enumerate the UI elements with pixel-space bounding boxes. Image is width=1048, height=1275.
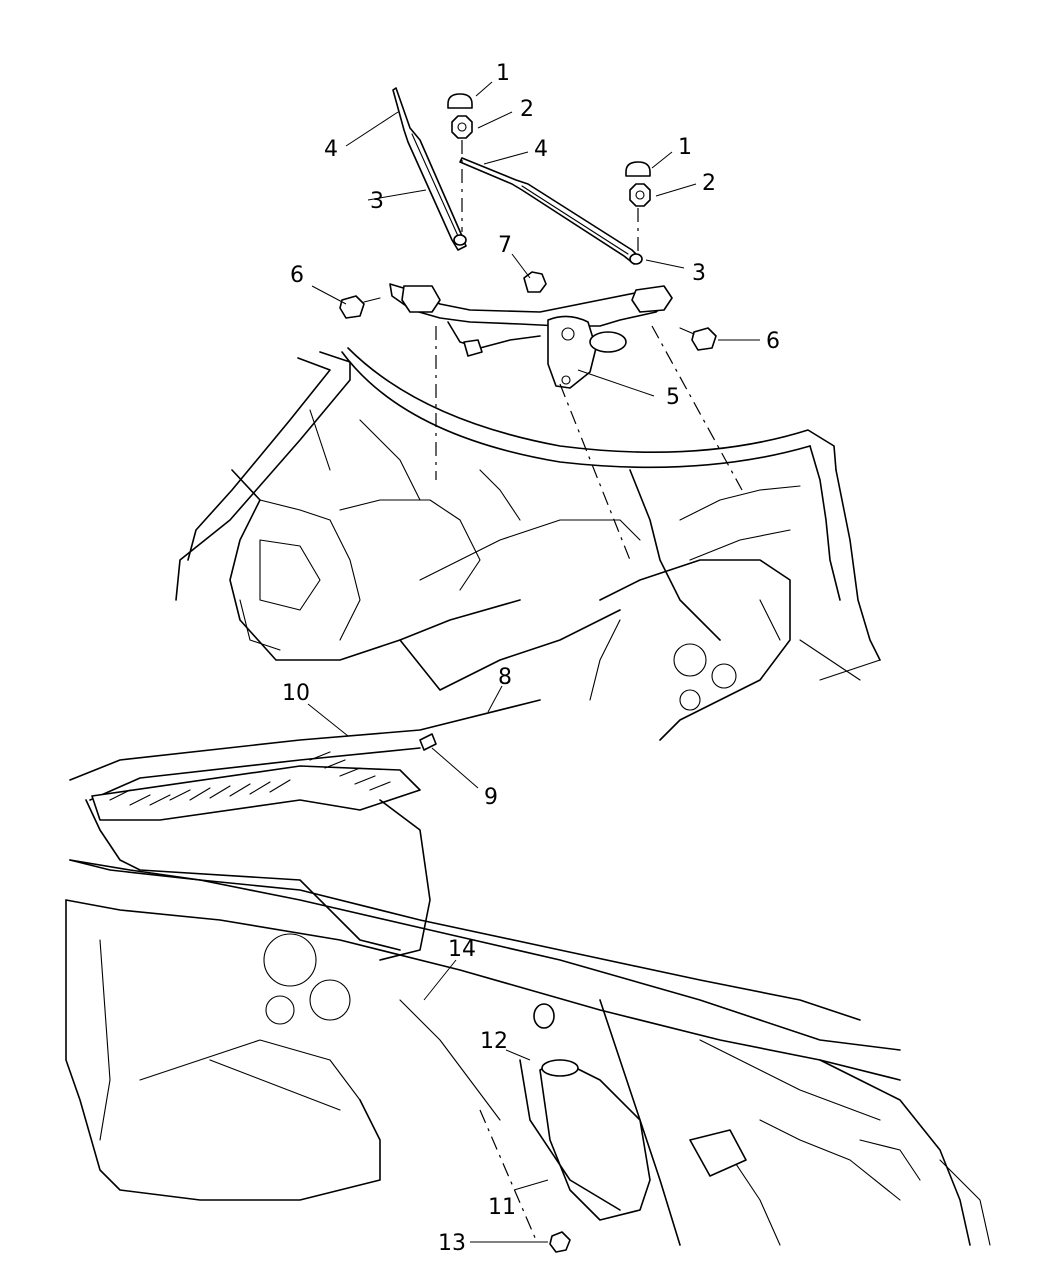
bolt-right	[679, 327, 717, 351]
callout-2: 2	[520, 97, 534, 122]
cowl-upper	[175, 347, 881, 741]
callout-1: 1	[678, 135, 692, 160]
cap-left	[447, 93, 473, 109]
callout-4: 4	[324, 137, 338, 162]
callout-2: 2	[702, 171, 716, 196]
callout-12: 12	[480, 1029, 508, 1054]
wiper-arm-right	[459, 157, 643, 265]
nut-right	[629, 183, 651, 207]
callout-6: 6	[766, 329, 780, 354]
cowl-lower	[65, 699, 991, 1246]
nut-left	[451, 115, 473, 139]
washer-reservoir	[519, 1059, 651, 1221]
callout-10: 10	[282, 681, 310, 706]
callout-7: 7	[498, 233, 512, 258]
reservoir-cap	[533, 1003, 555, 1029]
callout-11: 11	[488, 1195, 516, 1220]
callout-5: 5	[666, 385, 680, 410]
callout-3: 3	[692, 261, 706, 286]
callout-4: 4	[534, 137, 548, 162]
callout-9: 9	[484, 785, 498, 810]
callout-8: 8	[498, 665, 512, 690]
bolt-13	[549, 1231, 571, 1253]
wiper-linkage	[389, 283, 673, 357]
bolt-left	[339, 295, 381, 319]
cap-right	[625, 161, 651, 177]
callout-14: 14	[448, 937, 476, 962]
wiper-motor	[547, 315, 627, 389]
nozzle-pump	[419, 733, 747, 1177]
wiper-arm-left	[392, 87, 467, 251]
leader-lines	[307, 81, 760, 1243]
callout-1: 1	[496, 61, 510, 86]
washer-hose	[69, 859, 901, 1051]
callout-6: 6	[290, 263, 304, 288]
callout-3: 3	[370, 189, 384, 214]
callout-13: 13	[438, 1231, 466, 1256]
